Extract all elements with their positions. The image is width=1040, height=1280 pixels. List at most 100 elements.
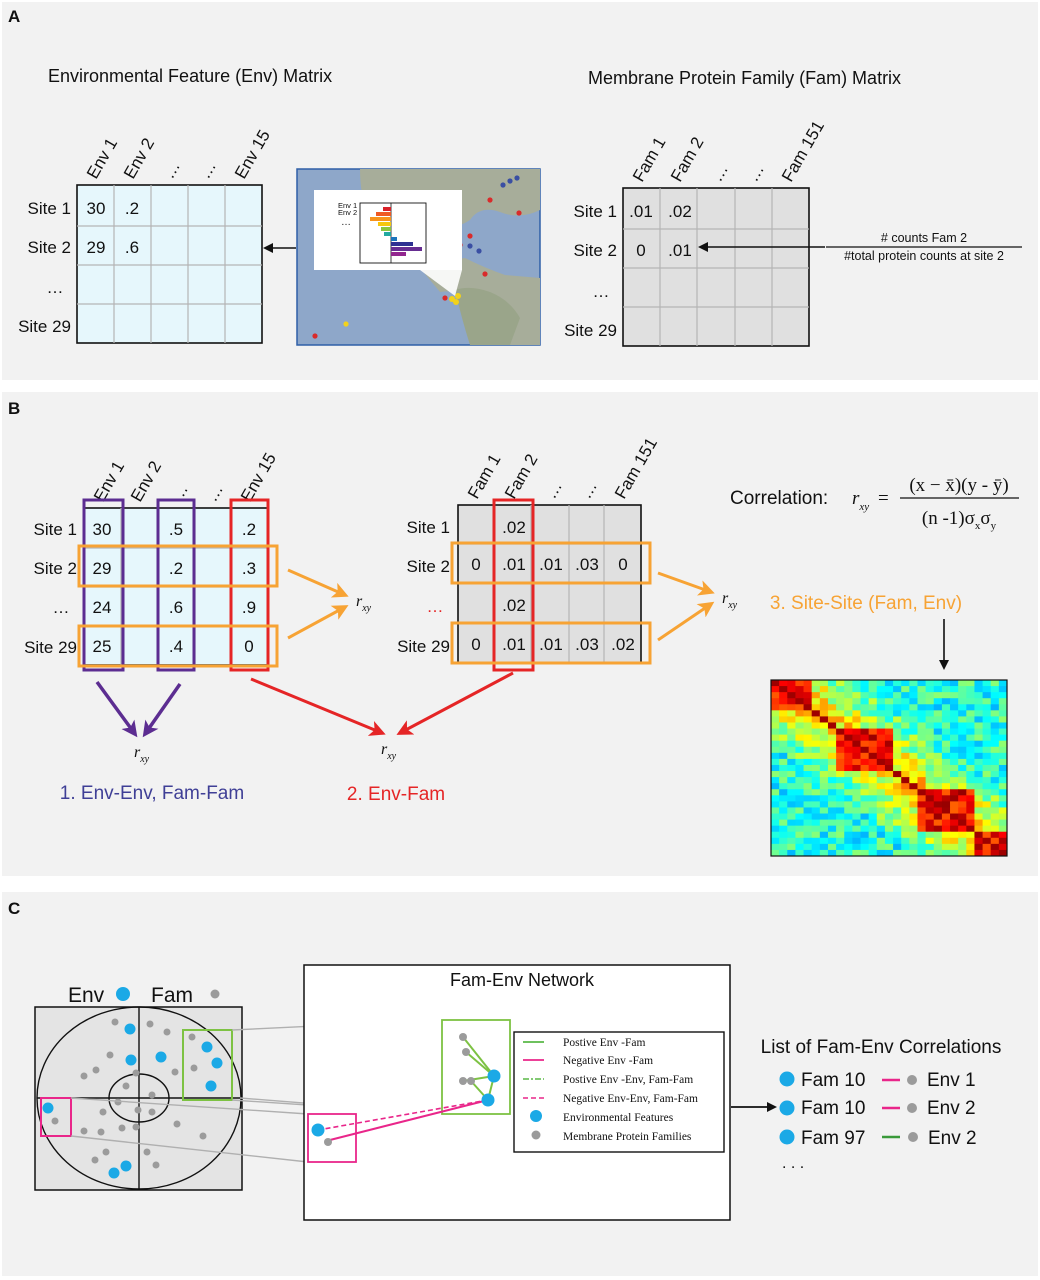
heatmap-cell xyxy=(811,728,821,736)
heatmap-cell xyxy=(860,783,870,790)
heatmap-cell xyxy=(860,795,870,802)
radial-network-plot xyxy=(34,1006,243,1191)
heatmap-cell xyxy=(819,819,829,827)
heatmap-cell xyxy=(819,686,829,693)
heatmap-cell xyxy=(803,698,813,705)
heatmap-cell xyxy=(884,807,894,814)
map-legend-env-1: Env 1 xyxy=(338,201,357,210)
heatmap-cell xyxy=(917,783,927,790)
heatmap-cell xyxy=(779,746,788,754)
heatmap-cell xyxy=(998,716,1008,723)
heatmap-cell xyxy=(933,716,943,723)
heatmap-cell xyxy=(917,758,927,766)
heatmap-cell xyxy=(852,764,861,772)
heatmap-cell xyxy=(909,740,918,748)
list-fam: Fam 10 xyxy=(801,1098,865,1119)
heatmap-cell xyxy=(925,807,935,814)
heatmap-cell xyxy=(787,777,796,784)
heatmap-cell xyxy=(982,801,992,808)
heatmap-cell xyxy=(884,831,894,839)
heatmap-cell xyxy=(958,825,967,833)
heatmap-cell xyxy=(925,831,935,839)
heatmap-cell xyxy=(827,734,837,742)
heatmap-cell xyxy=(950,710,959,717)
heatmap-cell xyxy=(844,680,853,687)
env-cell: 30 xyxy=(87,199,106,218)
heatmap-cell xyxy=(844,807,853,814)
heatmap-cell xyxy=(966,849,975,857)
heatmap-cell xyxy=(771,843,780,851)
fam-b-row-site-29: Site 29 xyxy=(397,637,450,656)
heatmap-cell xyxy=(827,758,837,766)
heatmap-cell xyxy=(998,843,1008,851)
heatmap-cell xyxy=(990,746,1000,754)
heatmap-cell xyxy=(966,686,975,693)
heatmap-cell xyxy=(974,813,983,820)
heatmap-cell xyxy=(998,813,1008,820)
heatmap-cell xyxy=(836,801,845,808)
heatmap-cell xyxy=(884,849,894,857)
heatmap-cell xyxy=(771,746,780,754)
heatmap-cell xyxy=(925,843,935,851)
heatmap-cell xyxy=(990,728,1000,736)
heatmap-cell xyxy=(819,783,829,790)
heatmap-cell xyxy=(917,807,927,814)
env-b-cell: .6 xyxy=(169,598,183,617)
panel-b-letter: B xyxy=(8,399,20,418)
heatmap-cell xyxy=(925,686,935,693)
heatmap-cell xyxy=(795,740,804,748)
heatmap-cell xyxy=(836,680,845,687)
heatmap-cell xyxy=(933,777,943,784)
heatmap-cell xyxy=(827,771,837,778)
heatmap-cell xyxy=(787,686,796,693)
heatmap-cell xyxy=(998,728,1008,736)
heatmap-cell xyxy=(982,764,992,772)
heatmap-cell xyxy=(852,728,861,736)
heatmap-cell xyxy=(827,777,837,784)
heatmap-cell xyxy=(787,680,796,687)
heatmap-cell xyxy=(868,825,878,833)
heatmap-cell xyxy=(860,686,870,693)
negative-edge-solid xyxy=(329,1099,489,1141)
heatmap-cell xyxy=(917,686,927,693)
negative-edge-dashed xyxy=(317,1099,489,1131)
heatmap-cell xyxy=(852,722,861,729)
heatmap-cell xyxy=(852,843,861,851)
fam-b-cell: .01 xyxy=(539,635,563,654)
heatmap-cell xyxy=(803,825,813,833)
heatmap-cell xyxy=(950,771,959,778)
heatmap-cell xyxy=(860,771,870,778)
heatmap-cell xyxy=(868,849,878,857)
heatmap-cell xyxy=(925,722,935,729)
heatmap-cell xyxy=(876,849,886,857)
heatmap-cell xyxy=(811,734,821,742)
env-b-cell: .2 xyxy=(169,559,183,578)
heatmap-cell xyxy=(941,771,951,778)
heatmap-cell xyxy=(795,752,804,760)
heatmap-cell xyxy=(795,825,804,833)
heatmap-cell xyxy=(860,752,870,760)
heatmap-cell xyxy=(982,710,992,717)
heatmap-cell xyxy=(779,795,788,802)
heatmap-cell xyxy=(909,831,918,839)
heatmap-cell xyxy=(917,777,927,784)
heatmap-cell xyxy=(990,795,1000,802)
heatmap-cell xyxy=(917,692,927,699)
heatmap-cell xyxy=(779,722,788,729)
heatmap-cell xyxy=(901,716,910,723)
heatmap-cell xyxy=(836,686,845,693)
heatmap-cell xyxy=(819,710,829,717)
heatmap-cell xyxy=(941,777,951,784)
heatmap-cell xyxy=(844,698,853,705)
heatmap-cell xyxy=(852,771,861,778)
heatmap-cell xyxy=(893,764,902,772)
fam-row-site-1: Site 1 xyxy=(574,202,617,221)
heatmap-cell xyxy=(779,752,788,760)
env-b-cell: .3 xyxy=(242,559,256,578)
heatmap-cell xyxy=(811,825,821,833)
heatmap-cell xyxy=(852,801,861,808)
heatmap-cell xyxy=(787,801,796,808)
heatmap-cell xyxy=(836,807,845,814)
legend-protein-families: Membrane Protein Families xyxy=(563,1131,692,1143)
heatmap-cell xyxy=(803,716,813,723)
